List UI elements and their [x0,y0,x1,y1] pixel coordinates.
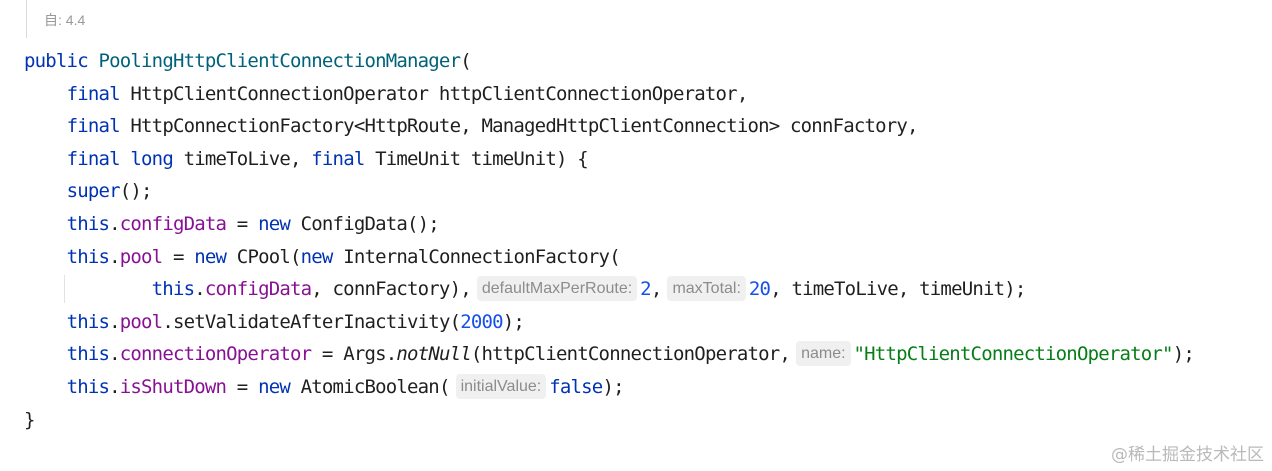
keyword: final [66,147,121,170]
code-text: .setValidateAfterInactivity( [162,310,461,333]
code-text: AtomicBoolean( [290,375,451,398]
code-text: } [24,408,35,431]
code-text: ); [602,375,624,398]
code-editor[interactable]: public PoolingHttpClientConnectionManage… [24,45,1195,437]
keyword: this [151,278,195,301]
indent [24,343,67,365]
parameter-hint: maxTotal: [667,276,746,302]
watermark: @稀土掘金技术社区 [1111,445,1264,465]
keyword: super [66,180,121,203]
string-literal: "HttpClientConnectionOperator" [853,343,1174,366]
indent [24,213,67,235]
code-text: TimeUnit timeUnit) { [364,147,589,170]
keyword: this [66,375,110,398]
keyword: this [66,343,110,366]
keyword: new [300,245,334,268]
indent [24,115,67,137]
code-text: HttpClientConnectionOperator httpClientC… [119,82,748,105]
number-literal: 20 [748,278,771,301]
code-text: , connFactory), [311,278,471,301]
number-literal: 2000 [460,310,503,333]
code-text: . [194,278,205,301]
keyword: this [66,212,110,235]
code-line-8: this.configData, connFactory),defaultMax… [24,273,1194,306]
code-line-10: this.connectionOperator = Args.notNull(h… [24,338,1195,371]
indent [24,376,67,398]
indent [24,246,67,268]
field-name[interactable]: configData [119,212,227,235]
keyword: new [258,212,291,235]
constructor-name[interactable]: PoolingHttpClientConnectionManager [98,50,461,72]
indent [24,83,67,105]
code-line-11: this.isShutDown = new AtomicBoolean(init… [24,371,1194,404]
indent [24,278,152,300]
code-line-6: this.configData = new ConfigData(); [24,208,1194,241]
parameter-hint: defaultMaxPerRoute: [476,276,638,302]
code-text [88,50,99,72]
keyword: new [258,375,291,398]
field-name[interactable]: configData [204,278,312,301]
keyword: final [66,115,121,138]
field-name[interactable]: isShutDown [119,375,227,398]
code-line-1: public PoolingHttpClientConnectionManage… [24,45,1194,78]
indent [24,180,67,202]
code-text: ); [1172,343,1195,366]
code-text: CPool( [226,245,302,268]
code-text: . [109,343,120,366]
parameter-hint: initialValue: [455,373,547,399]
code-text: , timeToLive, timeUnit); [770,278,1026,301]
since-version-label: 自: 4.4 [26,0,85,38]
keyword: new [194,245,227,268]
code-line-12: } [24,404,1194,437]
indent [24,311,67,333]
field-name[interactable]: connectionOperator [119,343,312,366]
code-line-4: final long timeToLive, final TimeUnit ti… [24,143,1194,176]
code-text [120,148,131,170]
number-literal: 2 [640,278,651,301]
code-text: timeToLive, [172,147,312,170]
keyword: public [24,50,89,72]
indent [24,148,67,170]
code-line-2: final HttpClientConnectionOperator httpC… [24,78,1194,111]
code-text: = [226,212,259,235]
code-text: . [109,212,120,235]
keyword: false [549,375,603,398]
code-text: ( [460,50,471,72]
indent-guide [64,275,65,304]
code-text: ); [502,310,525,333]
code-text: = [162,245,195,268]
code-text: , [650,278,662,301]
code-text: InternalConnectionFactory( [332,245,620,268]
code-text: . [109,245,120,268]
code-line-3: final HttpConnectionFactory<HttpRoute, M… [24,110,1194,143]
keyword: final [66,82,121,105]
code-line-7: this.pool = new CPool(new InternalConnec… [24,241,1194,274]
field-name[interactable]: pool [119,310,163,333]
code-text: . [109,310,120,333]
code-text: (httpClientConnectionOperator, [470,343,791,366]
field-name[interactable]: pool [119,245,163,268]
code-text: . [109,375,120,398]
code-text: ConfigData(); [290,212,440,235]
static-method-name[interactable]: notNull [396,343,471,366]
keyword: this [66,310,110,333]
code-text: HttpConnectionFactory<HttpRoute, Managed… [119,115,918,138]
keyword: this [66,245,110,268]
keyword: final [311,147,365,170]
code-text: = [226,375,259,398]
code-line-9: this.pool.setValidateAfterInactivity(200… [24,306,1194,339]
code-text: = Args. [311,343,397,366]
code-line-5: super(); [24,175,1194,208]
code-text: (); [119,180,153,203]
parameter-hint: name: [796,341,851,367]
keyword: long [130,147,173,170]
